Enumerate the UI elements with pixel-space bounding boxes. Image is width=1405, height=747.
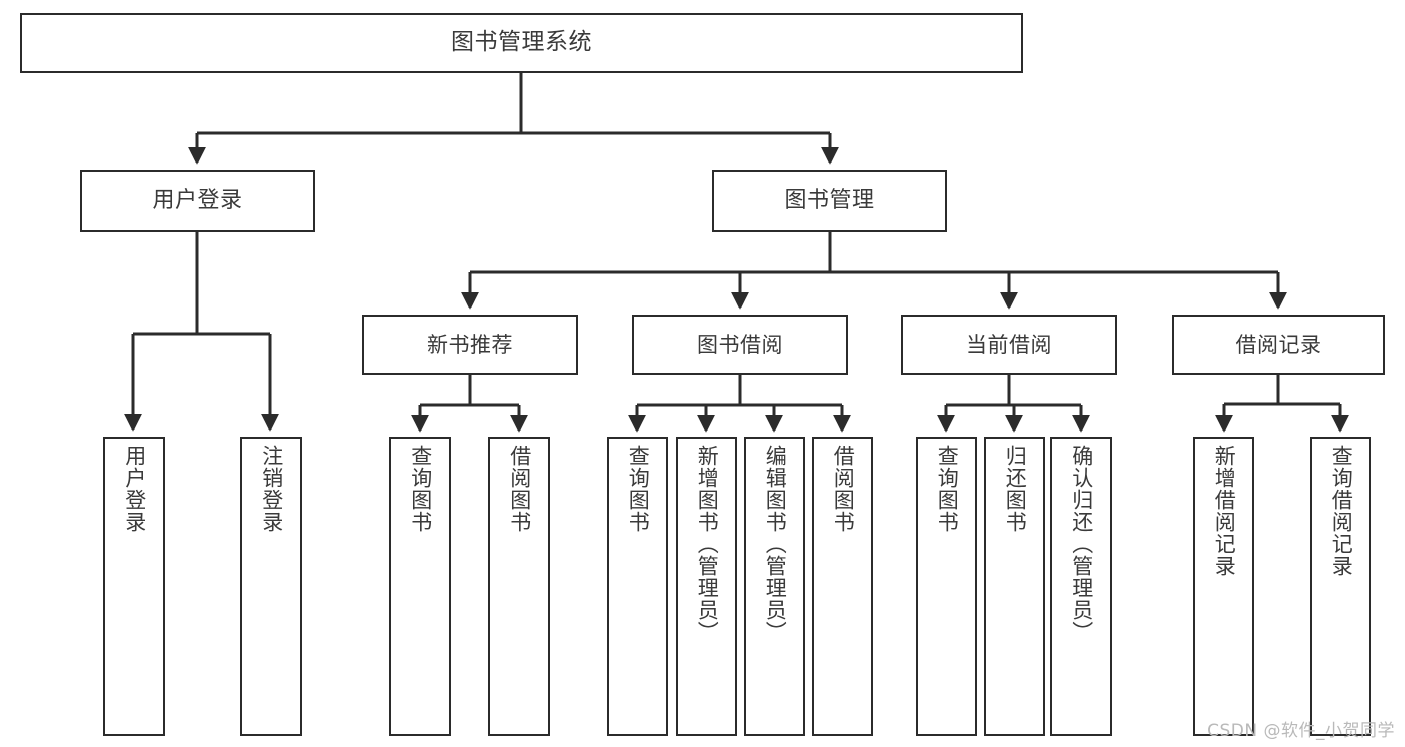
node-leaf-book-borrow-add-book-admin[interactable]: 新增图书（管理员）	[676, 437, 737, 736]
node-leaf-new-book-borrow-book[interactable]: 借阅图书	[488, 437, 550, 736]
node-label: 确认归还（管理员）	[1069, 445, 1094, 643]
node-leaf-current-borrow-return-book[interactable]: 归还图书	[984, 437, 1045, 736]
node-label: 查询图书	[935, 445, 960, 533]
node-label: 图书借阅	[697, 332, 783, 357]
node-leaf-user-login-logout[interactable]: 注销登录	[240, 437, 302, 736]
node-label: 查询图书	[626, 445, 651, 533]
node-leaf-current-borrow-query-book[interactable]: 查询图书	[916, 437, 977, 736]
node-borrow-record[interactable]: 借阅记录	[1172, 315, 1385, 375]
node-leaf-book-borrow-borrow-book[interactable]: 借阅图书	[812, 437, 873, 736]
node-label: 归还图书	[1003, 445, 1028, 533]
node-label: 借阅图书	[507, 445, 532, 533]
csdn-watermark: CSDN @软件_小贺同学	[1207, 721, 1395, 741]
node-label: 图书管理系统	[451, 29, 592, 56]
node-leaf-borrow-record-query-record[interactable]: 查询借阅记录	[1310, 437, 1371, 736]
node-book-borrow[interactable]: 图书借阅	[632, 315, 848, 375]
node-label: 查询借阅记录	[1329, 445, 1354, 577]
node-root-book-management-system[interactable]: 图书管理系统	[20, 13, 1023, 73]
node-leaf-user-login-login[interactable]: 用户登录	[103, 437, 165, 736]
node-label: 借阅记录	[1235, 332, 1322, 357]
node-label: 新增借阅记录	[1212, 445, 1237, 577]
node-label: 借阅图书	[831, 445, 856, 533]
node-leaf-current-borrow-confirm-return-admin[interactable]: 确认归还（管理员）	[1050, 437, 1112, 736]
node-current-borrow[interactable]: 当前借阅	[901, 315, 1117, 375]
node-new-book-recommend[interactable]: 新书推荐	[362, 315, 578, 375]
node-label: 查询图书	[408, 445, 433, 533]
node-label: 新书推荐	[427, 332, 513, 357]
node-book-management[interactable]: 图书管理	[712, 170, 947, 232]
node-user-login[interactable]: 用户登录	[80, 170, 315, 232]
node-label: 注销登录	[259, 445, 284, 533]
node-label: 新增图书（管理员）	[695, 445, 720, 643]
node-leaf-book-borrow-query-book[interactable]: 查询图书	[607, 437, 668, 736]
node-leaf-new-book-query-book[interactable]: 查询图书	[389, 437, 451, 736]
node-label: 图书管理	[784, 187, 875, 213]
node-leaf-book-borrow-edit-book-admin[interactable]: 编辑图书（管理员）	[744, 437, 805, 736]
node-label: 用户登录	[122, 445, 147, 533]
node-leaf-borrow-record-add-record[interactable]: 新增借阅记录	[1193, 437, 1254, 736]
node-label: 当前借阅	[966, 332, 1052, 357]
node-label: 编辑图书（管理员）	[763, 445, 788, 643]
node-label: 用户登录	[152, 187, 243, 213]
